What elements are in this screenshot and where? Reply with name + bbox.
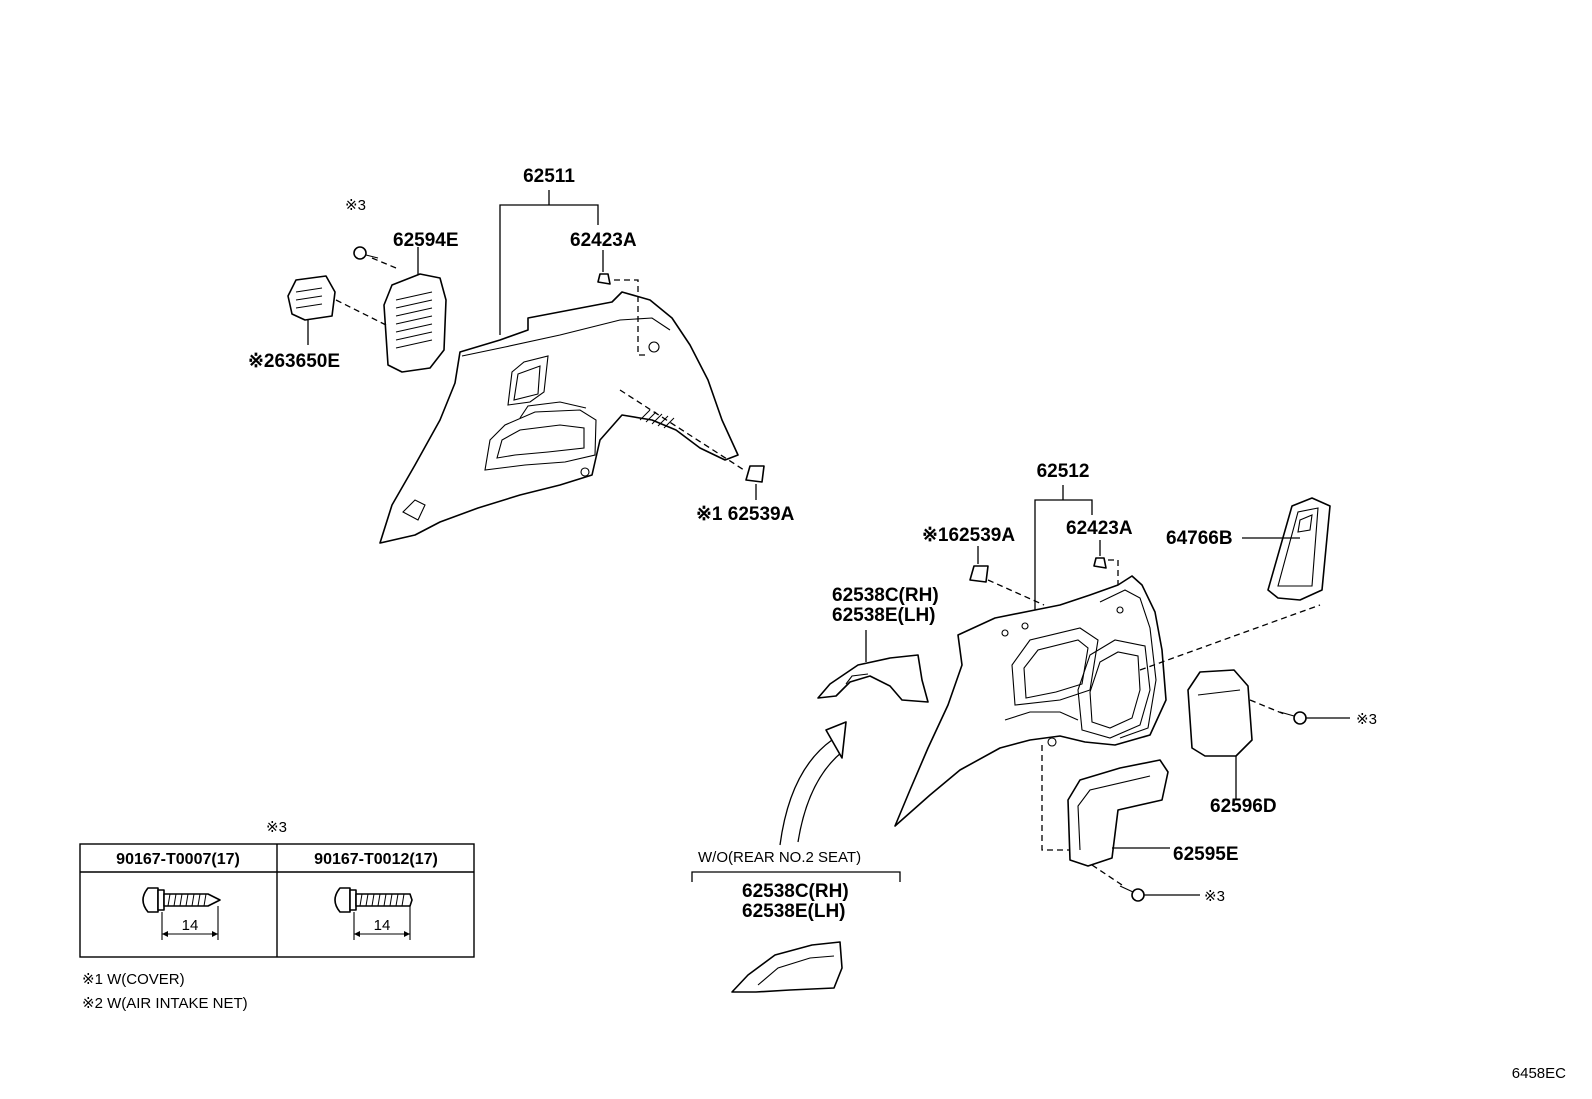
label-62596D: 62596D xyxy=(1210,796,1277,817)
label-62539A-right: ※162539A xyxy=(922,525,1015,546)
cover-64766B xyxy=(1242,497,1331,601)
cover-62595E xyxy=(1067,759,1170,867)
clip-62539A-right xyxy=(969,546,989,583)
clip-62539A-top xyxy=(745,465,765,500)
diagram-code: 6458EC xyxy=(1512,1065,1566,1082)
clip-62423A-right xyxy=(1093,540,1107,569)
screw-dim-1: 14 xyxy=(182,917,199,934)
label-62423A-top: 62423A xyxy=(570,230,637,251)
screw-icon-bottom xyxy=(1119,885,1200,902)
trim-62538-upper xyxy=(817,630,929,703)
label-62539A-top: ※1 62539A xyxy=(696,504,795,525)
label-62423A-right: 62423A xyxy=(1066,518,1133,539)
label-64766B: 64766B xyxy=(1166,528,1233,549)
screw-icon xyxy=(353,246,379,260)
label-62538E-LH-top: 62538E(LH) xyxy=(832,605,936,626)
note-2: ※2 W(AIR INTAKE NET) xyxy=(82,995,248,1012)
machine-screw-icon xyxy=(334,887,413,940)
label-mark3-top: ※3 xyxy=(345,197,366,214)
screw-dim-2: 14 xyxy=(374,917,391,934)
label-63650E: ※263650E xyxy=(248,351,340,372)
screw-table: ※3 90167-T0007(17) 90167-T0012(17) 14 xyxy=(79,819,475,958)
screw-icon-right xyxy=(1279,711,1350,725)
quarter-trim-panel-62512 xyxy=(894,485,1167,827)
label-62538E-LH-bottom: 62538E(LH) xyxy=(742,901,846,922)
assembly-lines-upper xyxy=(335,257,745,471)
cover-62594E xyxy=(383,247,447,373)
tapping-screw-icon xyxy=(142,887,221,940)
clip-62423A-top xyxy=(597,250,611,285)
label-62595E: 62595E xyxy=(1173,844,1239,865)
air-intake-net-63650E xyxy=(287,275,336,345)
assembly-lines-right xyxy=(987,559,1321,886)
note-1: ※1 W(COVER) xyxy=(82,971,185,988)
screw-table-marker: ※3 xyxy=(266,819,287,836)
cover-62596D xyxy=(1187,669,1253,800)
label-62511: 62511 xyxy=(523,166,575,187)
screw-part-no-1: 90167-T0007(17) xyxy=(116,851,240,868)
label-62512: 62512 xyxy=(1037,461,1090,482)
quarter-trim-panel-62511 xyxy=(379,190,739,544)
label-62594E: 62594E xyxy=(393,230,459,251)
screw-part-no-2: 90167-T0012(17) xyxy=(314,851,438,868)
label-wo-rear-seat: W/O(REAR NO.2 SEAT) xyxy=(698,849,861,866)
arrow-icon xyxy=(779,721,847,846)
label-62538C-RH-top: 62538C(RH) xyxy=(832,585,939,606)
trim-62538-lower xyxy=(691,871,901,993)
label-62538C-RH-bottom: 62538C(RH) xyxy=(742,881,849,902)
label-mark3-right: ※3 xyxy=(1356,711,1377,728)
label-mark3-bottom: ※3 xyxy=(1204,888,1225,905)
